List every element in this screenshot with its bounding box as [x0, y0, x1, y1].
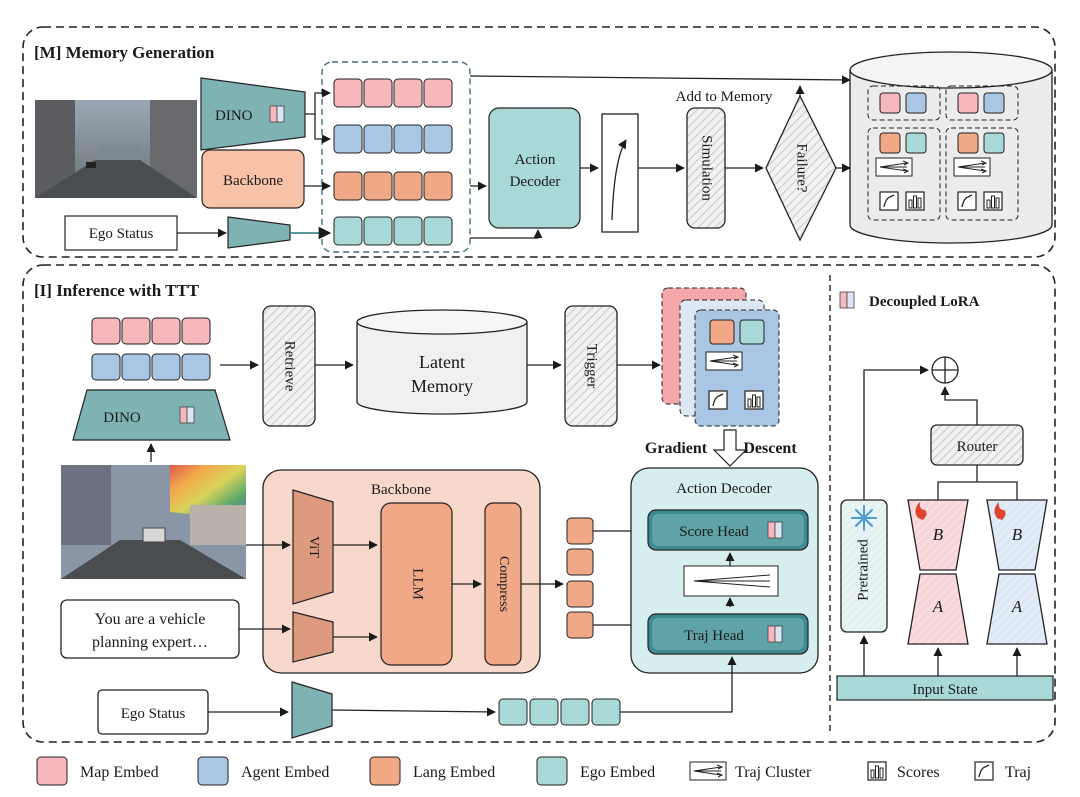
ego-embed-row-top: [333, 216, 453, 246]
snowflake-icon: [851, 505, 877, 531]
action-decoder-label-top-line1: Action: [515, 152, 556, 168]
lora-a-pink-label: A: [932, 597, 944, 616]
lora-a-pink: [907, 573, 969, 645]
city-street-photo: [35, 100, 197, 198]
traj-icon: [974, 761, 994, 781]
dino-label-top: DINO: [215, 108, 253, 124]
trajectory-output-box: [601, 113, 639, 233]
gradient-label: Gradient: [645, 440, 708, 457]
ego-tokens-bottom: [498, 698, 621, 726]
gradient-descent-arrow: [712, 429, 748, 467]
latent-memory: [356, 309, 528, 415]
pretrained-label: Pretrained: [855, 539, 871, 601]
lora-icon-score: [767, 521, 783, 539]
legend-agent: Agent Embed: [241, 764, 329, 781]
inference-title: [I] Inference with TTT: [34, 281, 200, 300]
lora-b-pink-label: B: [933, 525, 944, 544]
vit-encoder: [292, 489, 334, 605]
ego-status-box-top: [64, 215, 178, 251]
legend-lang: Lang Embed: [413, 764, 495, 781]
action-decoder-label-bottom: Action Decoder: [676, 481, 771, 497]
fire-icon-2: [994, 502, 1006, 520]
vit-label: ViT: [306, 536, 321, 558]
llm-label: LLM: [410, 568, 426, 600]
input-state-bar: [836, 675, 1054, 701]
lang-embed-row-top: [333, 171, 453, 201]
lora-a-blue: [986, 573, 1048, 645]
legend-ego: Ego Embed: [580, 764, 655, 781]
fire-icon: [915, 502, 927, 520]
lora-b-blue-label: B: [1012, 525, 1023, 544]
dino-encoder-top: [200, 77, 306, 151]
action-decoder-top: [488, 107, 581, 229]
ego-encoder-top: [227, 216, 291, 249]
simulation-label: Simulation: [699, 135, 715, 201]
traj-cluster-icon: [689, 761, 727, 781]
legend-scores: Scores: [897, 764, 940, 781]
memory-generation-panel: [22, 26, 1056, 258]
retrieve-label: Retrieve: [282, 341, 298, 392]
map-embed-row-top: [333, 78, 453, 108]
traj-head-label: Traj Head: [684, 628, 744, 644]
prompt-line1: You are a vehicle: [95, 611, 206, 628]
lora-legend-icon: [839, 291, 855, 309]
failure-label: Failure?: [794, 143, 810, 192]
inference-panel: [22, 264, 1056, 743]
lora-icon-traj: [767, 625, 783, 643]
trigger-label: Trigger: [584, 344, 600, 388]
lora-title: Decoupled LoRA: [869, 294, 980, 310]
ego-encoder-bottom: [291, 681, 333, 739]
legend-traj: Traj: [1005, 764, 1031, 781]
router-label: Router: [957, 439, 998, 455]
score-head-label: Score Head: [679, 524, 749, 540]
ego-status-label-bottom: Ego Status: [121, 706, 186, 722]
lang-tokens-bottom: [566, 517, 594, 639]
road-scene-photo: [61, 465, 246, 579]
action-decoder-label-top-line2: Decoder: [510, 174, 561, 190]
memory-store: [849, 51, 1053, 244]
retrieved-memory-stack: [661, 287, 780, 427]
compress-label: Compress: [496, 556, 511, 612]
backbone-label-bottom: Backbone: [371, 482, 431, 498]
backbone-box-top: [201, 149, 305, 209]
failure-decision: [765, 94, 837, 242]
backbone-label-top: Backbone: [223, 173, 283, 189]
agent-embed-row-top: [333, 124, 453, 154]
memory-query-tokens: [91, 317, 211, 381]
legend-traj-cluster: Traj Cluster: [735, 764, 812, 781]
input-state-label: Input State: [912, 682, 978, 698]
latent-memory-label-line2: Memory: [411, 376, 473, 396]
legend-map: Map Embed: [80, 764, 159, 781]
add-to-memory-label: Add to Memory: [676, 89, 773, 105]
memory-generation-title: [M] Memory Generation: [34, 43, 215, 62]
dino-label-bottom: DINO: [103, 410, 141, 426]
lora-icon-dino: [179, 406, 195, 424]
scores-icon: [867, 761, 887, 781]
retrieve-box: [262, 305, 316, 427]
trigger-box: [564, 305, 618, 427]
lora-a-blue-label: A: [1011, 597, 1023, 616]
ego-status-label-top: Ego Status: [89, 226, 154, 242]
descent-label: Descent: [743, 440, 797, 457]
latent-memory-label-line1: Latent: [419, 352, 465, 372]
legend: Map Embed Agent Embed Lang Embed Ego Emb…: [36, 756, 1031, 786]
dino-encoder-bottom: [72, 389, 231, 441]
text-encoder: [292, 611, 334, 663]
token-group-top: [321, 61, 471, 253]
lora-icon-top: [269, 105, 285, 123]
prompt-line2: planning expert…: [92, 634, 208, 651]
